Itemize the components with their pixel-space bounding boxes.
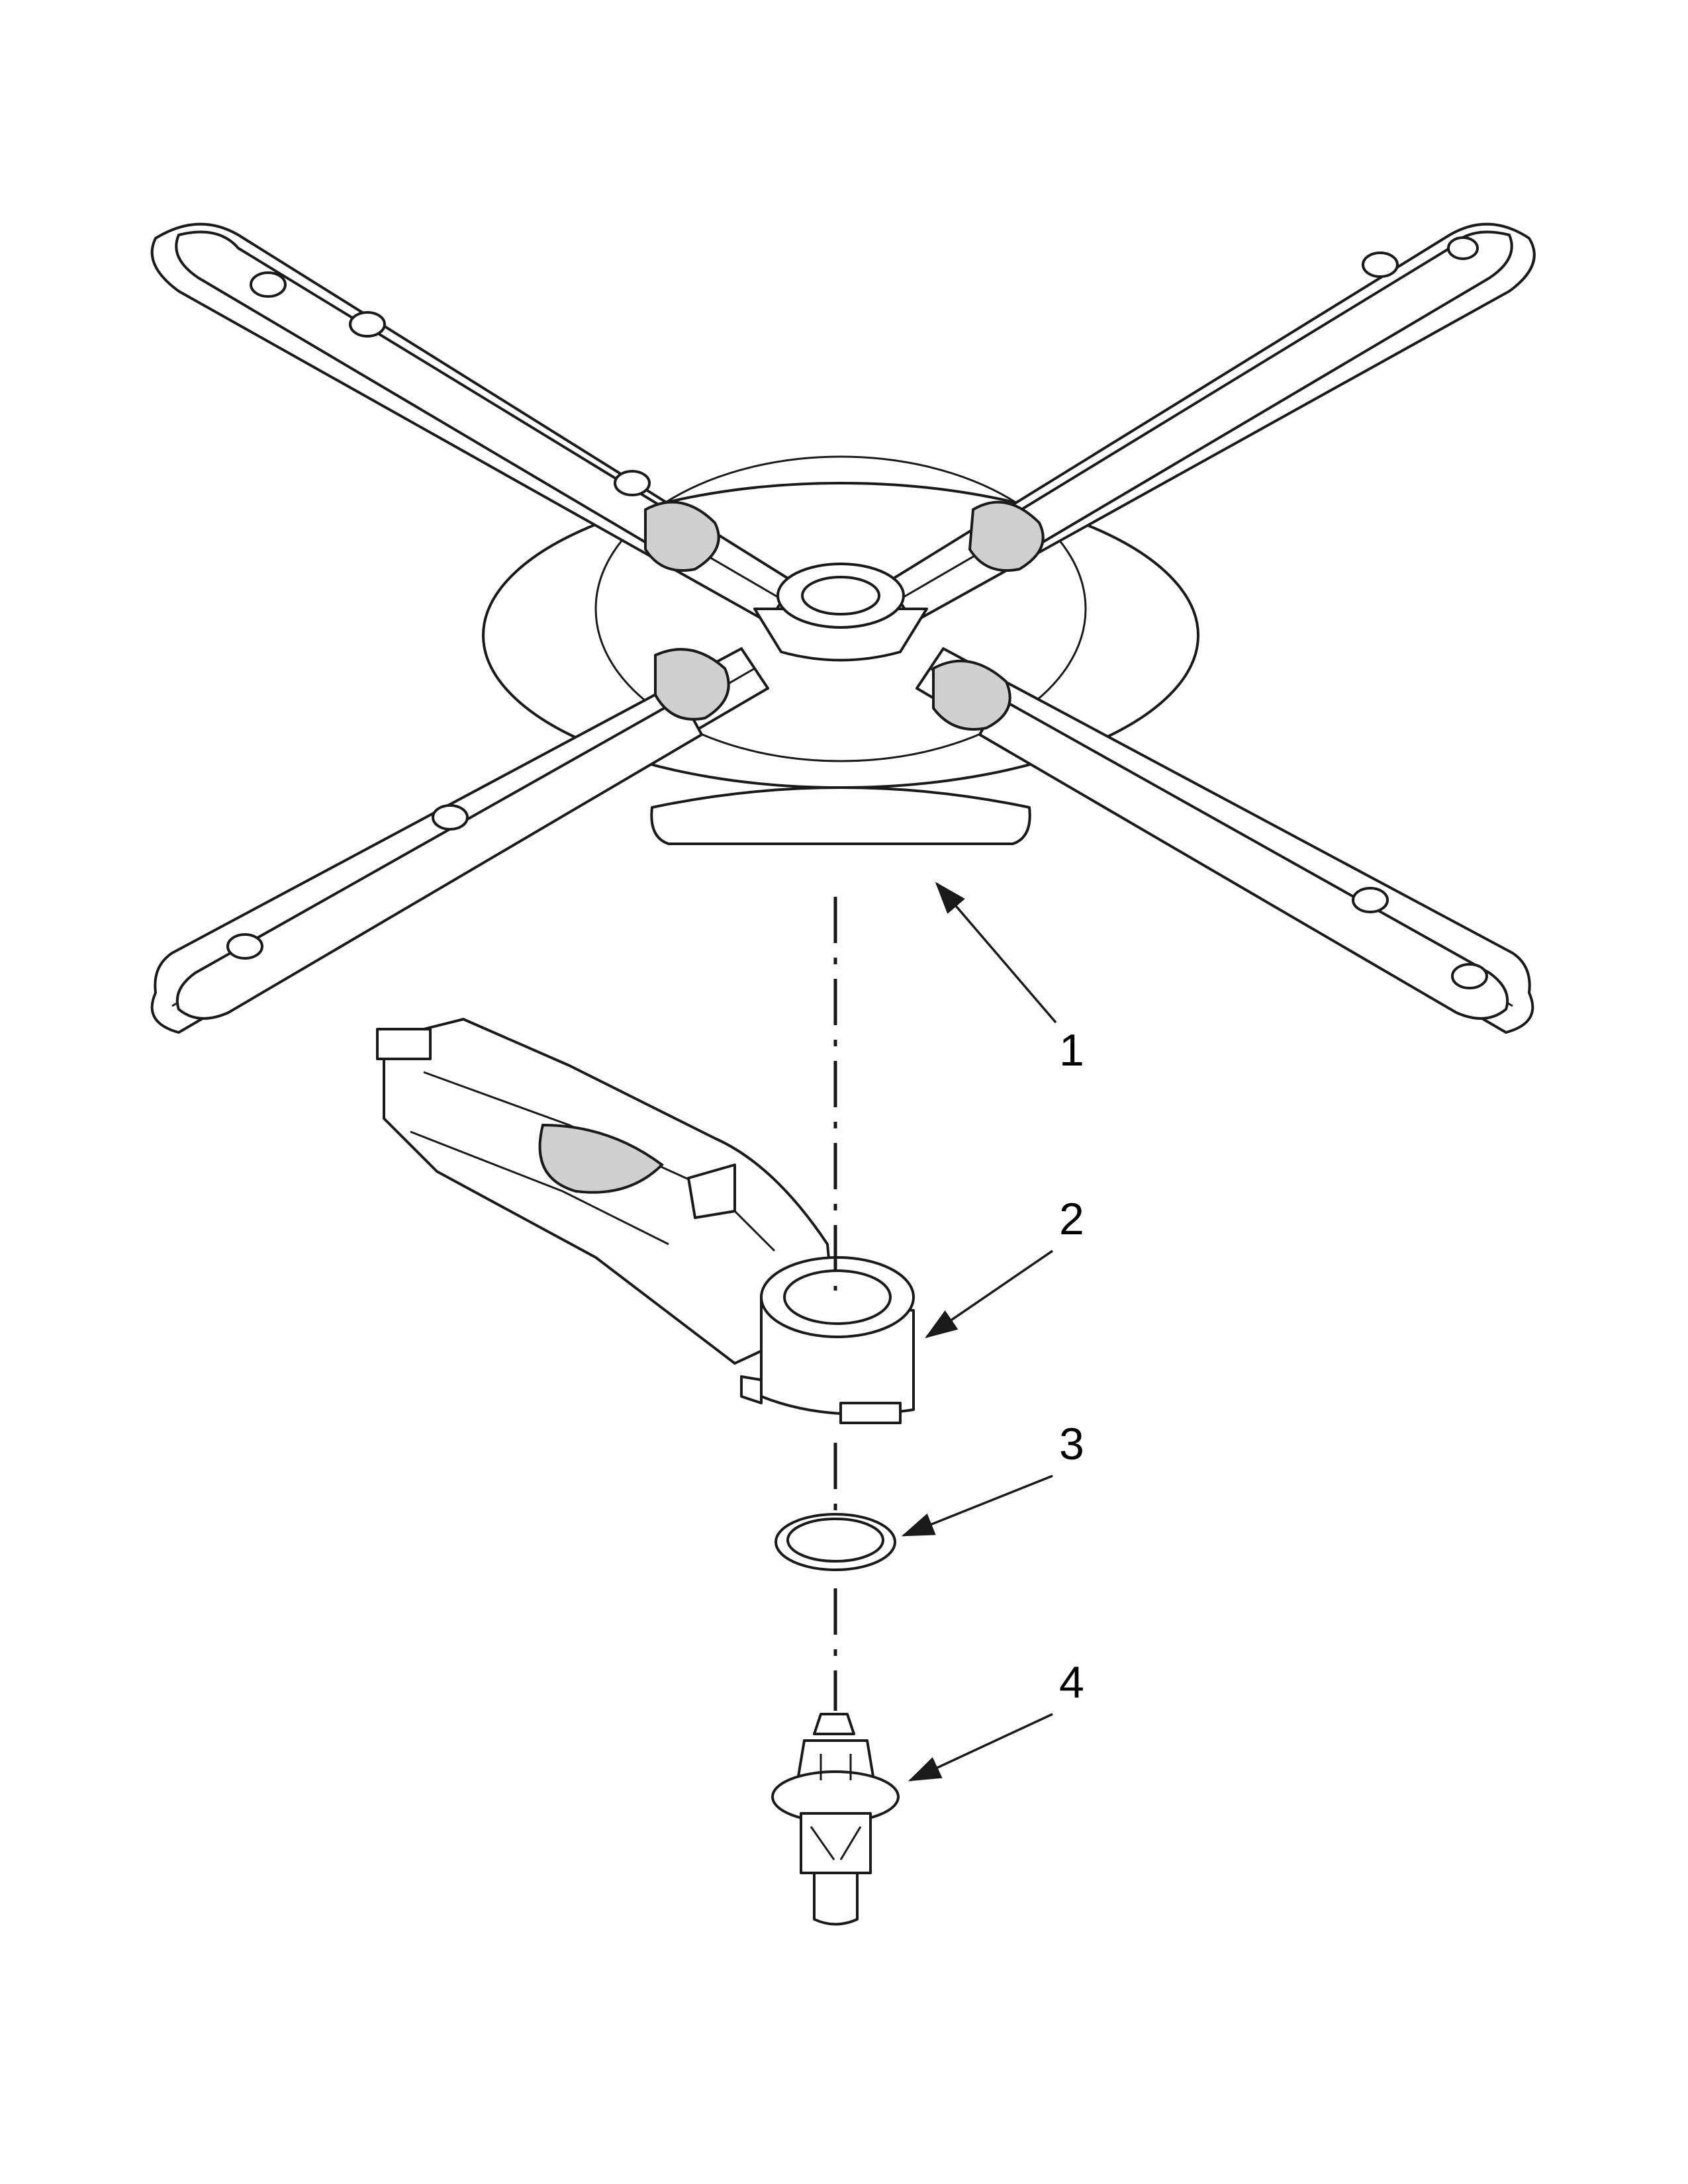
callout-part-3: 3 [1059, 1419, 1084, 1469]
spray-arm-lower-right [915, 647, 1534, 1034]
callout-part-1: 1 [1059, 1025, 1084, 1075]
leader-part-2 [925, 1250, 1053, 1338]
arm-coupler-ul [644, 500, 720, 572]
callout-part-4: 4 [1059, 1657, 1084, 1707]
spray-arm-upper-left [150, 222, 796, 623]
spray-arm-manifold [376, 1018, 915, 1424]
leader-part-4 [908, 1713, 1053, 1782]
valve-bearing [771, 1713, 900, 1926]
spray-arm-assembly [150, 222, 1536, 1034]
manifold-clip [376, 1028, 432, 1060]
leader-part-1 [935, 882, 1057, 1024]
o-ring [774, 1513, 896, 1571]
manifold-fin [687, 1163, 736, 1219]
arm-coupler-ll [654, 648, 730, 721]
spray-arm-hub [753, 563, 928, 662]
spray-arm-front-lip [650, 786, 1031, 845]
spray-arm-dome-ring [594, 455, 1087, 762]
callout-part-2: 2 [1059, 1194, 1084, 1244]
leader-part-3 [901, 1475, 1053, 1537]
spray-arm-lower-left [150, 647, 769, 1034]
spray-arm-upper-right [886, 222, 1536, 623]
arm-coupler-ur [968, 500, 1045, 572]
arm-coupler-lr [932, 659, 1011, 731]
manifold-tube-shade [538, 1123, 665, 1194]
